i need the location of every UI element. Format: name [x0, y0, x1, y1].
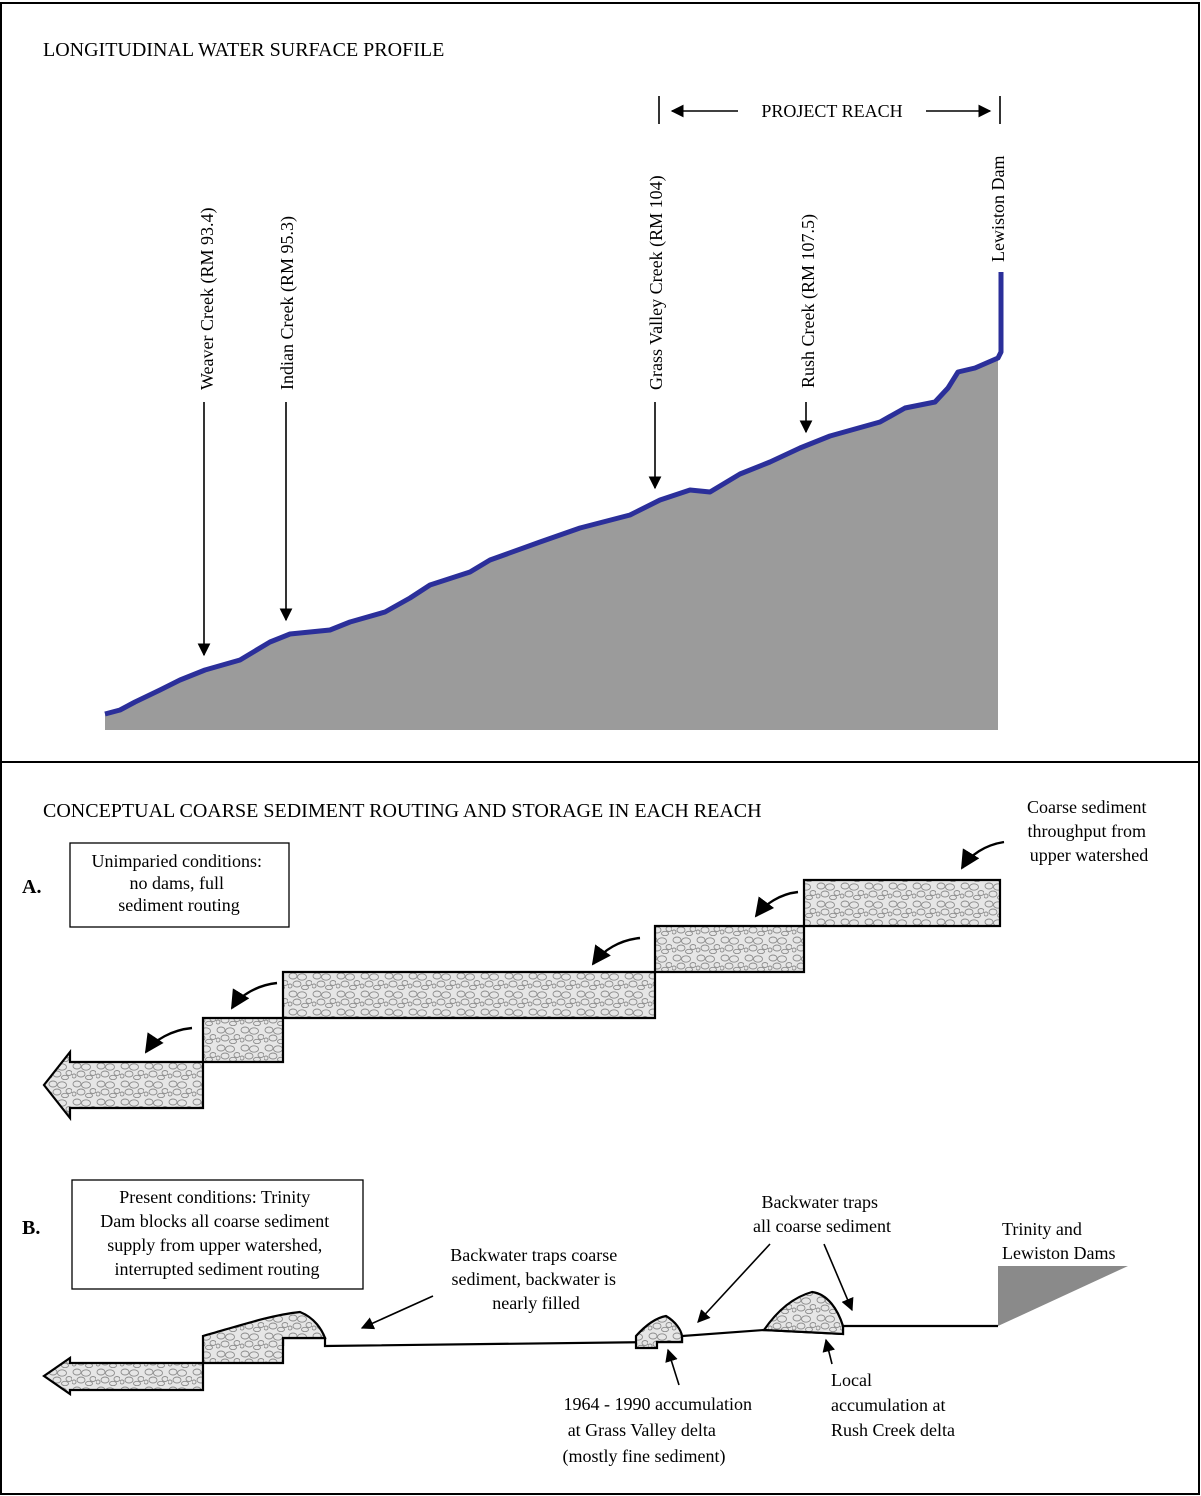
upper-reach-deposit-b	[201, 1310, 327, 1365]
weaver-creek-label: Weaver Creek (RM 93.4)	[197, 208, 218, 391]
dam-wedge	[998, 1266, 1128, 1326]
upstream-supply-note: Coarse sediment throughput from upper wa…	[1027, 797, 1151, 865]
routing-arrow-4	[230, 981, 278, 1010]
rush-creek-delta-deposit	[761, 1290, 845, 1336]
sediment-outflow-arrow-a	[42, 1048, 205, 1122]
sediment-reach-block-2	[653, 924, 806, 974]
backwater-all-callout-left	[697, 1243, 771, 1323]
lewiston-dam-label: Lewiston Dam	[988, 156, 1008, 262]
dams-note: Trinity and Lewiston Dams	[1002, 1219, 1115, 1263]
grass-valley-callout	[665, 1348, 680, 1386]
panel-a-note: Unimparied conditions: no dams, full sed…	[92, 851, 267, 915]
routing-arrow-1	[960, 840, 1005, 870]
routing-title: CONCEPTUAL COARSE SEDIMENT ROUTING AND S…	[43, 800, 762, 822]
panel-a-note-box	[69, 842, 290, 928]
routing-arrow-2	[754, 890, 799, 918]
sediment-reach-block-1	[802, 878, 1002, 928]
backwater-nearly-filled-note: Backwater traps coarse sediment, backwat…	[450, 1245, 621, 1313]
grass-valley-accumulation-note: 1964 - 1990 accumulation at Grass Valley…	[563, 1394, 757, 1467]
panel-b-letter: B.	[22, 1217, 40, 1239]
routing-arrow-5	[144, 1026, 193, 1054]
panel-b-note: Present conditions: Trinity Dam blocks a…	[100, 1187, 333, 1279]
profile-title: LONGITUDINAL WATER SURFACE PROFILE	[43, 39, 444, 61]
sediment-reach-block-3	[281, 970, 657, 1020]
rush-creek-callout	[822, 1338, 836, 1365]
backwater-traps-all-note: Backwater traps all coarse sediment	[753, 1192, 891, 1236]
sediment-outflow-arrow-b	[42, 1355, 205, 1397]
water-surface-line	[104, 272, 1004, 717]
panel-b-note-box	[71, 1179, 364, 1290]
grass-valley-creek-label: Grass Valley Creek (RM 104)	[646, 175, 667, 390]
sediment-reach-block-4	[201, 1016, 285, 1064]
grass-valley-delta-deposit	[634, 1314, 684, 1350]
rush-creek-accumulation-note: Local accumulation at Rush Creek delta	[831, 1370, 955, 1440]
backwater-all-callout-right	[823, 1243, 854, 1312]
indian-creek-label: Indian Creek (RM 95.3)	[277, 216, 298, 390]
ground-profile	[105, 358, 998, 730]
panel-a-letter: A.	[22, 876, 41, 898]
backwater-filled-callout	[360, 1295, 434, 1330]
rush-creek-label: Rush Creek (RM 107.5)	[798, 214, 819, 388]
routing-arrow-3	[591, 936, 641, 966]
project-reach-label: PROJECT REACH	[761, 101, 902, 121]
